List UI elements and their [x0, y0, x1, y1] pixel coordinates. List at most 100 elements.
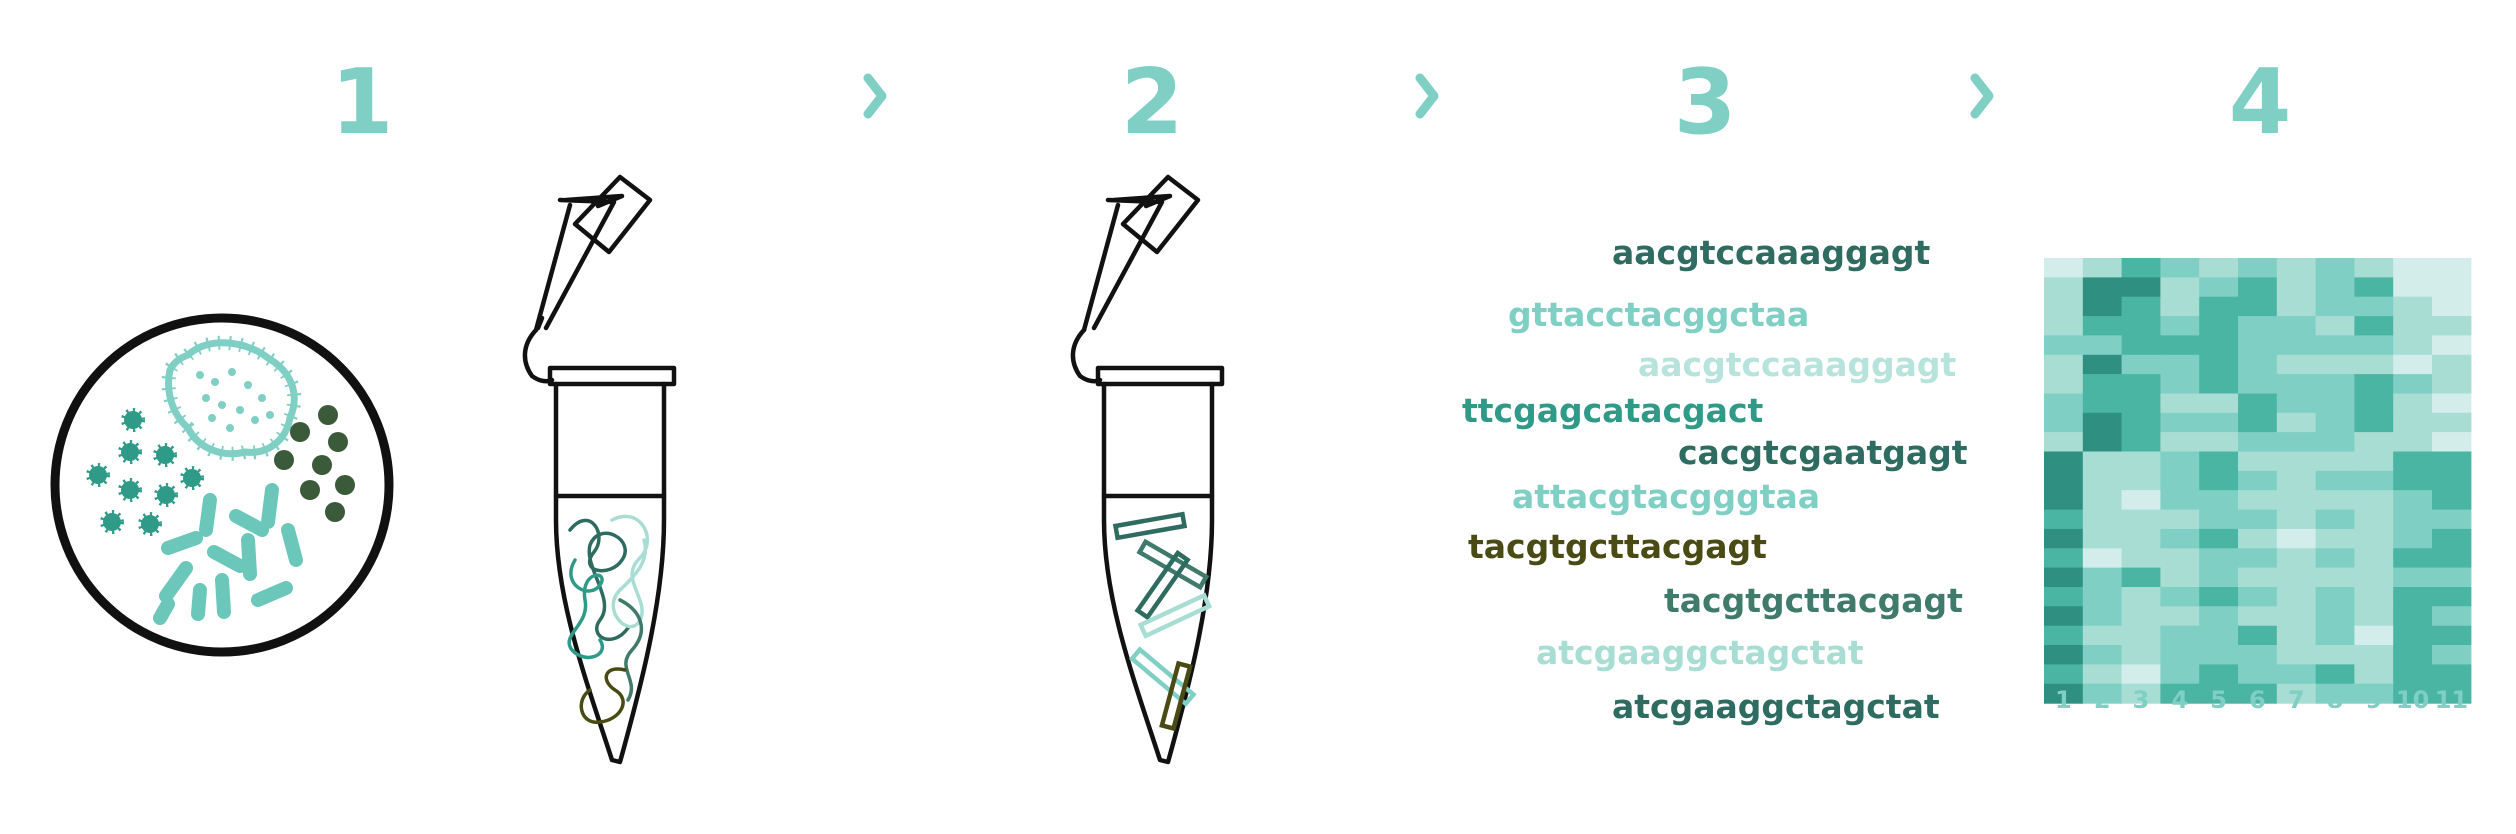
- heatmap-cell: [2432, 587, 2472, 607]
- heatmap-cell: [2121, 683, 2161, 704]
- heatmap-cell: [2238, 490, 2278, 511]
- heatmap-cell: [2199, 528, 2239, 549]
- heatmap-cell: [2044, 509, 2084, 530]
- heatmap-cell: [2238, 528, 2278, 549]
- heatmap-column-label: 9: [2365, 686, 2382, 714]
- heatmap-cell: [2276, 277, 2317, 298]
- heatmap-column-label: 5: [2210, 686, 2227, 714]
- heatmap-cell: [2199, 587, 2239, 607]
- heatmap-cell: [2354, 296, 2394, 317]
- chevron-right-icon: [863, 73, 887, 119]
- heatmap-cell: [2199, 316, 2239, 337]
- heatmap-cell: [2044, 664, 2084, 685]
- step-number-1: 1: [331, 50, 394, 155]
- heatmap-cell: [2199, 277, 2239, 298]
- heatmap-cell: [2315, 432, 2355, 453]
- heatmap-cell: [2160, 451, 2200, 472]
- heatmap-cell: [2121, 393, 2161, 414]
- heatmap-cell: [2393, 451, 2433, 472]
- heatmap-cell: [2432, 316, 2472, 337]
- heatmap-cell: [2276, 606, 2317, 627]
- heatmap-cell: [2044, 277, 2084, 298]
- heatmap-cell: [2082, 432, 2123, 453]
- heatmap-cell: [2082, 625, 2123, 646]
- heatmap-cell: [2354, 393, 2394, 414]
- heatmap-cell: [2238, 277, 2278, 298]
- heatmap-cell: [2393, 664, 2433, 685]
- heatmap-cell: [2238, 683, 2278, 704]
- heatmap-cell: [2432, 625, 2472, 646]
- heatmap-cell: [2354, 490, 2394, 511]
- heatmap-cell: [2315, 509, 2355, 530]
- microcentrifuge-tube-icon: [522, 174, 677, 765]
- heatmap-cell: [2082, 258, 2123, 278]
- heatmap-cell: [2354, 683, 2394, 704]
- heatmap-cell: [2354, 374, 2394, 395]
- heatmap-cell: [2238, 587, 2278, 607]
- heatmap-cell: [2393, 470, 2433, 491]
- heatmap-cell: [2315, 625, 2355, 646]
- heatmap-cell: [2238, 374, 2278, 395]
- heatmap-cell: [2082, 451, 2123, 472]
- heatmap-cell: [2082, 470, 2123, 491]
- heatmap-cell: [2432, 490, 2472, 511]
- heatmap-column-label: 3: [2133, 686, 2150, 714]
- heatmap-cell: [2044, 587, 2084, 607]
- heatmap-cell: [2315, 354, 2355, 375]
- heatmap-cell: [2082, 374, 2123, 395]
- heatmap-cell: [2160, 412, 2200, 433]
- heatmap-cell: [2044, 625, 2084, 646]
- heatmap-cell: [2432, 412, 2472, 433]
- heatmap-cell: [2082, 490, 2123, 511]
- sequence-read: gttacctacggctaa: [1508, 295, 1809, 334]
- heatmap-cell: [2160, 296, 2200, 317]
- heatmap-cell: [2160, 277, 2200, 298]
- heatmap-cell: [2276, 374, 2317, 395]
- heatmap-cell: [2354, 509, 2394, 530]
- heatmap-cell: [2199, 606, 2239, 627]
- heatmap-cell: [2432, 683, 2472, 704]
- sequence-read: atcgaaggctagctat: [1536, 633, 1864, 672]
- heatmap-cell: [2354, 645, 2394, 665]
- heatmap-cell: [2199, 645, 2239, 665]
- heatmap-cell: [2432, 432, 2472, 453]
- heatmap-cell: [2393, 354, 2433, 375]
- heatmap-cell: [2238, 335, 2278, 356]
- heatmap-cell: [2199, 490, 2239, 511]
- heatmap-column-label: 10: [2396, 686, 2429, 714]
- heatmap-cell: [2199, 335, 2239, 356]
- heatmap-cell: [2432, 606, 2472, 627]
- heatmap-cell: [2432, 374, 2472, 395]
- heatmap-cell: [2354, 277, 2394, 298]
- heatmap-cell: [2160, 567, 2200, 588]
- heatmap-cell: [2276, 296, 2317, 317]
- heatmap-cell: [2160, 606, 2200, 627]
- heatmap-cell: [2160, 548, 2200, 569]
- heatmap-cell: [2315, 258, 2355, 278]
- heatmap-cell: [2315, 528, 2355, 549]
- heatmap-cell: [2121, 664, 2161, 685]
- heatmap-cell: [2315, 587, 2355, 607]
- heatmap-cell: [2121, 528, 2161, 549]
- heatmap-cell: [2082, 393, 2123, 414]
- heatmap-cell: [2432, 548, 2472, 569]
- sequence-read: aacgtccaaaggagt: [1612, 233, 1931, 272]
- heatmap-cell: [2160, 587, 2200, 607]
- heatmap-cell: [2121, 277, 2161, 298]
- heatmap-cell: [2044, 528, 2084, 549]
- heatmap-cell: [2238, 645, 2278, 665]
- heatmap-cell: [2082, 528, 2123, 549]
- heatmap-cell: [2238, 354, 2278, 375]
- heatmap-cell: [2044, 412, 2084, 433]
- heatmap-cell: [2432, 258, 2472, 278]
- heatmap-cell: [2354, 258, 2394, 278]
- heatmap-cell: [2354, 567, 2394, 588]
- heatmap-cell: [2315, 335, 2355, 356]
- heatmap-cell: [2199, 451, 2239, 472]
- heatmap-cell: [2393, 548, 2433, 569]
- heatmap-cell: [2276, 335, 2317, 356]
- heatmap-cell: [2315, 393, 2355, 414]
- heatmap-cell: [2354, 664, 2394, 685]
- heatmap-cell: [2121, 470, 2161, 491]
- heatmap-cell: [2354, 432, 2394, 453]
